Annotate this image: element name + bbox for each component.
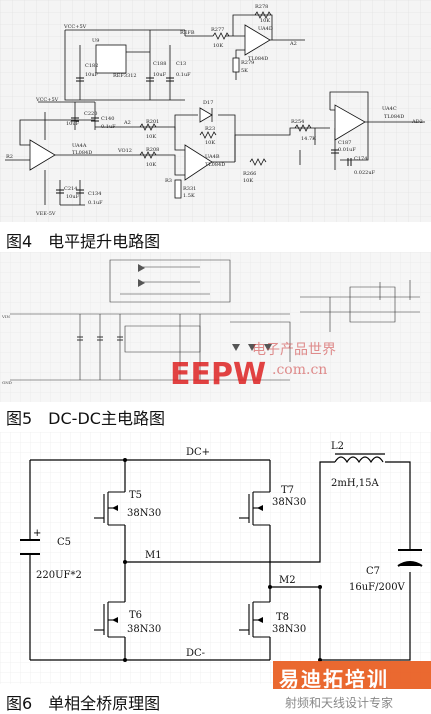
figure-4-caption: 图4 电平提升电路图 xyxy=(6,232,161,251)
svg-text:.com.cn: .com.cn xyxy=(272,362,327,378)
c187-label: C187 xyxy=(338,140,351,146)
r2-label: R2 xyxy=(6,154,13,160)
r279-label: R279 xyxy=(241,60,254,66)
dc-dc-main-circuit: VIN GND EEPW 电子产品世界 .com.cn xyxy=(0,252,431,402)
ua4a-label: UA4A xyxy=(72,143,87,149)
m2-node-label: M2 xyxy=(279,575,296,586)
r279-value: 5K xyxy=(241,68,248,74)
figure-5-caption: 图5 DC-DC主电路图 xyxy=(6,409,165,428)
c188-label: C188 xyxy=(153,61,166,67)
t8-part: 38N30 xyxy=(272,624,306,635)
r331-label: R331 xyxy=(183,186,196,192)
figure-6-caption: 图6 单相全桥原理图 xyxy=(6,694,161,713)
c140-value: 0.1uF xyxy=(101,124,116,130)
ground-note: GND xyxy=(2,380,12,385)
c182-value: 10uF xyxy=(85,72,99,78)
a2-mid-label: A2 xyxy=(123,120,131,126)
r254-label: R254 xyxy=(291,119,304,125)
r331-value: 1.5K xyxy=(183,193,195,199)
c140-label: C140 xyxy=(101,116,114,122)
c214-value: 10uF xyxy=(66,194,80,200)
t5-part: 38N30 xyxy=(127,508,161,519)
c188-value: 10uF xyxy=(153,72,167,78)
c7-label: C7 xyxy=(366,566,380,577)
ref-part-label: REF3312 xyxy=(113,73,137,79)
c5-label: C5 xyxy=(57,537,71,548)
c134-value: 0.1uF xyxy=(88,200,103,206)
r201-value: 10K xyxy=(146,134,156,140)
c182-label: C182 xyxy=(85,63,98,69)
r277-value: 10K xyxy=(213,43,223,49)
eepw-watermark-logo: EEPW 电子产品世界 .com.cn xyxy=(170,342,336,392)
ua4c-part: TL084D xyxy=(384,114,404,120)
r23-label: R23 xyxy=(205,126,215,132)
level-shift-circuit: VCC+5V U9 REF3312 REFB C182 10uF C188 10… xyxy=(0,0,431,222)
r278-value: 10K xyxy=(260,18,270,24)
svg-text:+: + xyxy=(33,528,41,539)
r277-label: R277 xyxy=(211,27,224,33)
refb-net-label: REFB xyxy=(180,30,195,36)
r201-label: R201 xyxy=(146,119,159,125)
l2-label: L2 xyxy=(331,441,344,452)
level-shift-schematic: VCC+5V U9 REF3312 REFB C182 10uF C188 10… xyxy=(0,0,431,222)
brand-name: 易迪拓培训 xyxy=(279,667,389,691)
ua4a-part: TL084D xyxy=(72,150,92,156)
vcc-left-label: VCC+5V xyxy=(35,97,59,103)
svg-text:EEPW: EEPW xyxy=(170,357,266,392)
vo12-label: VO12 xyxy=(117,148,132,154)
r23-value: 10K xyxy=(205,140,215,146)
r208-label: R208 xyxy=(146,147,159,153)
r278-label: R278 xyxy=(255,4,268,10)
t5-label: T5 xyxy=(129,490,142,501)
t7-label: T7 xyxy=(281,485,294,496)
svg-text:电子产品世界: 电子产品世界 xyxy=(252,342,336,358)
r266-label: R266 xyxy=(243,171,256,177)
t6-label: T6 xyxy=(129,610,142,621)
a2-top-label: A2 xyxy=(289,41,297,47)
t6-part: 38N30 xyxy=(127,624,161,635)
u9-label: U9 xyxy=(92,38,99,44)
full-bridge-circuit: + xyxy=(0,432,431,684)
m1-node-label: M1 xyxy=(145,550,162,561)
c13-label: C13 xyxy=(176,61,186,67)
r254-value: 14.7K xyxy=(301,136,316,142)
vcc-top-label: VCC+5V xyxy=(63,24,87,30)
r266-value: 10K xyxy=(243,178,253,184)
r208-value: 10K xyxy=(146,162,156,168)
c174-value: 0.022uF xyxy=(354,170,376,176)
ua4b-part: TL084D xyxy=(205,162,225,168)
c220-value: 10uF xyxy=(66,121,80,127)
c187-value: 0.01uF xyxy=(338,147,356,153)
ua4d-label: UA4D xyxy=(258,26,273,32)
c174-label: C174 xyxy=(354,156,367,162)
vee-label: VEE-5V xyxy=(35,211,56,217)
c214-label: C214 xyxy=(64,186,77,192)
brand-tagline: 射频和天线设计专家 xyxy=(285,696,394,710)
ua4d-part: TL084D xyxy=(248,56,268,62)
d17-label: D17 xyxy=(203,100,213,106)
ua4c-label: UA4C xyxy=(382,106,397,112)
c134-label: C134 xyxy=(88,191,101,197)
c13-value: 0.1uF xyxy=(176,72,191,78)
c5-value: 220UF*2 xyxy=(36,570,82,581)
dc-plus-label: DC+ xyxy=(186,447,210,458)
full-bridge-schematic: + xyxy=(0,432,431,684)
t7-part: 38N30 xyxy=(272,497,306,508)
c220-label: C220 xyxy=(84,111,97,117)
dc-dc-schematic: VIN GND EEPW 电子产品世界 .com.cn xyxy=(0,252,431,402)
t8-label: T8 xyxy=(276,612,289,623)
r3-label: R3 xyxy=(165,178,172,184)
c7-value: 16uF/200V xyxy=(349,582,406,593)
input-note: VIN xyxy=(1,314,10,319)
l2-value: 2mH,15A xyxy=(331,478,379,489)
ua4b-label: UA4B xyxy=(205,154,220,160)
ad2-label: AD2 xyxy=(411,119,423,125)
dc-minus-label: DC- xyxy=(186,648,205,659)
brand-watermark: 易迪拓培训 射频和天线设计专家 xyxy=(273,661,431,712)
